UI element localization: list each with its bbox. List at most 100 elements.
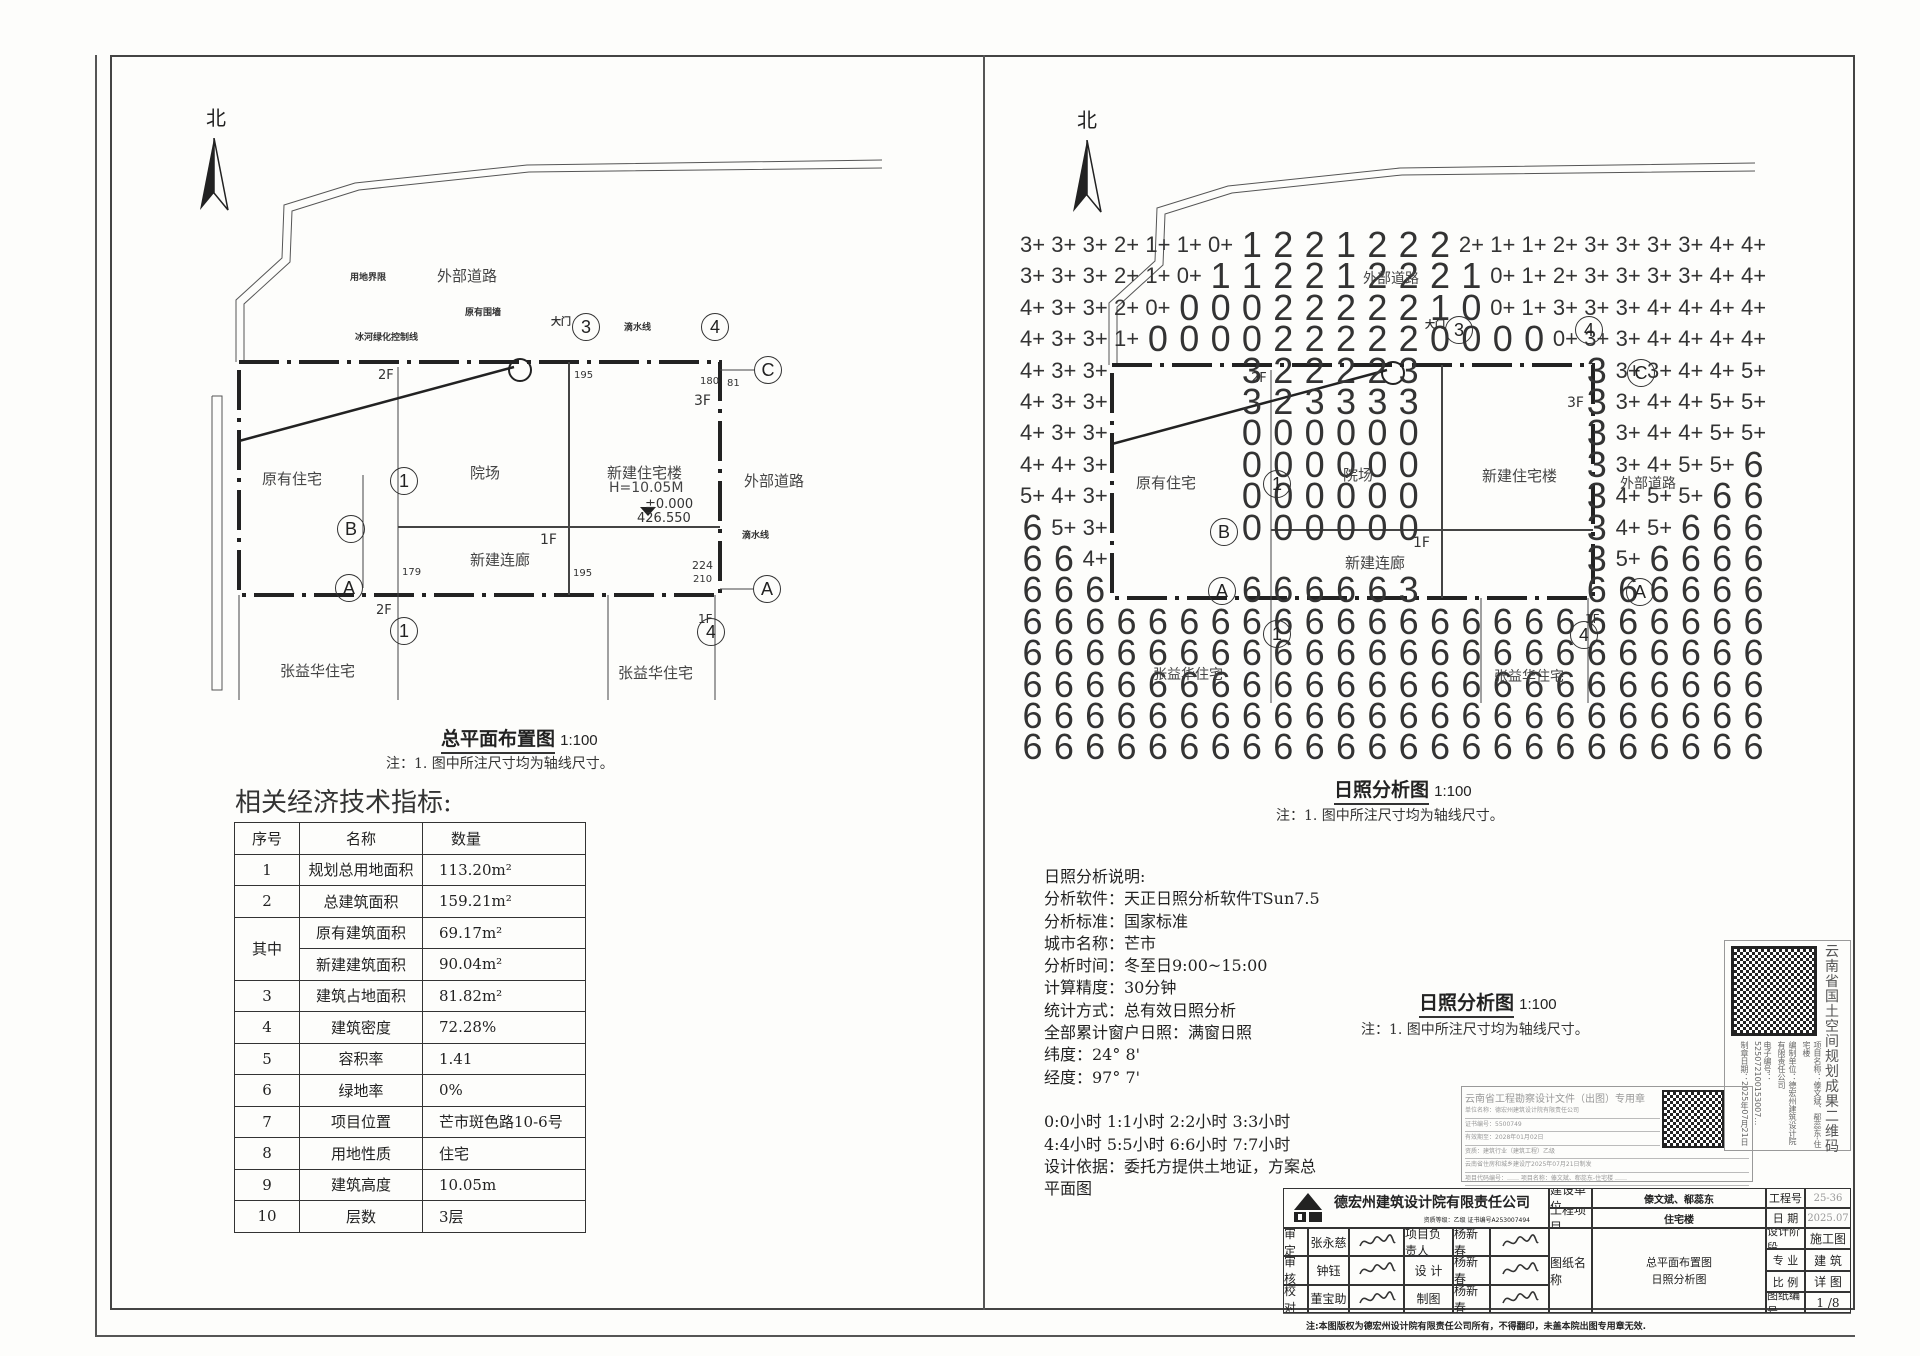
sunlight-hours-cell: 6 (1367, 726, 1388, 768)
company-name: 德宏州建筑设计院有限责任公司 (1334, 1195, 1530, 1211)
signature-image (1490, 1228, 1549, 1257)
sunlight-hours-cell: 1+ (1176, 232, 1202, 257)
sunlight-hours-cell: 6 (1053, 663, 1074, 705)
note-line: 计算精度：30分钟 (1044, 978, 1177, 998)
cell-name: 建筑密度 (299, 1011, 423, 1044)
label-drip-1: 滴水线 (624, 323, 652, 333)
sunlight-hours-cell: 6 (1618, 632, 1639, 674)
sunlight-hours-cell: 3 (1586, 506, 1607, 548)
sunlight-hours-cell: 4+ (1709, 357, 1735, 383)
sunlight-hours-cell: 6 (1430, 600, 1451, 642)
sunlight-hours-cell: 6 (1116, 632, 1137, 674)
sunlight-hours-cell: 1 (1430, 286, 1451, 328)
label-2f-b: 2F (376, 603, 392, 618)
sunlight-hours-cell: 0 (1367, 412, 1388, 454)
signature-image (1349, 1284, 1404, 1313)
sunlight-hours-cell: 2 (1430, 255, 1451, 297)
note-line: 设计依据：委托方提供土地证，方案总 (1044, 1156, 1317, 1176)
sunlight-hours-cell: 6 (1680, 632, 1701, 674)
sunlight-hours-cell: 6 (1649, 726, 1670, 768)
project-label: 工程项目 (1549, 1208, 1592, 1228)
sunlight-hours-cell: 6 (1430, 726, 1451, 768)
sunlight-hours-cell: 4+ (1051, 451, 1077, 477)
cell-no: 8 (234, 1137, 300, 1170)
sunlight-hours-cell: 5+ (1741, 357, 1767, 383)
sunlight-hours-cell: 0 (1273, 506, 1294, 548)
label-wall: 原有围墙 (465, 308, 502, 318)
date-label: 日 期 (1766, 1208, 1805, 1228)
site-plan-title: 总平面布置图 1:100 (441, 724, 598, 754)
sunlight-hours-cell: 5+ (1741, 389, 1767, 414)
sunlight-hours-cell: 0 (1335, 412, 1357, 454)
sunlight-hours-cell: 5+ (1678, 483, 1704, 509)
cell-value: 3层 (422, 1200, 586, 1233)
stage-label: 设计阶段 (1766, 1228, 1805, 1249)
job-no-label: 工程号 (1766, 1188, 1805, 1208)
title-text: 日照分析图 (1334, 779, 1430, 805)
sunlight-hours-cell: 6 (1492, 663, 1513, 705)
client-label: 建设单位 (1549, 1188, 1592, 1208)
title-scale: 1:100 (1434, 783, 1472, 800)
sunlight-hours-cell: 2 (1335, 318, 1357, 360)
label-neighbor-1: 张益华住宅 (280, 662, 356, 680)
sunlight-hours-cell: 3+ (1082, 326, 1108, 352)
sunlight-hours-cell: 6 (1680, 726, 1701, 768)
note-line: 分析时间：冬至日9:00~15:00 (1044, 956, 1268, 976)
sunlight-hours-cell: 0+ (1145, 294, 1171, 320)
axis-marker-3-right: 3 (1445, 316, 1473, 344)
sunlight-hours-cell: 6 (1586, 663, 1607, 705)
role2-label: 制图 (1404, 1284, 1453, 1313)
dim-210: 210 (693, 574, 713, 585)
sunlight-hours-cell: 1+ (1521, 294, 1547, 320)
header-no: 序号 (234, 822, 300, 855)
cell-no: 7 (234, 1105, 300, 1138)
planning-qr-panel: 云南省国土空间规划成果二维码 项目名称：傣文斌、郗蕊东-住宅楼编制单位：德宏州建… (1724, 940, 1851, 1155)
north-arrow-icon (1073, 140, 1102, 213)
sunlight-hours-cell: 5+ (1646, 514, 1673, 540)
sunlight-hours-cell: 2+ (1114, 232, 1140, 257)
sunlight-hours-cell: 4+ (1082, 546, 1108, 571)
note-line: 全部累计窗户日照：满窗日照 (1044, 1023, 1253, 1043)
sunlight-hours-cell: 6 (1398, 632, 1419, 674)
sunlight-hours-cell: 6 (1304, 663, 1325, 705)
sunlight-hours-cell: 3+ (1678, 263, 1704, 289)
sunlight-hours-cell: 6 (1210, 726, 1231, 768)
sunlight-hours-cell: 1 (1210, 255, 1231, 297)
cell-value: 69.17m² (422, 916, 586, 949)
sunlight-hours-cell: 2 (1367, 224, 1388, 265)
sunlight-hours-cell: 3 (1586, 349, 1607, 391)
dim-195-b: 195 (573, 568, 593, 579)
sunlight-hours-cell: 4+ (1678, 326, 1704, 352)
sunlight-hours-cell: 2 (1367, 286, 1388, 328)
sunlight-hours-cell: 3+ (1615, 232, 1641, 257)
cell-no: 10 (234, 1200, 300, 1233)
sunlight-hours-cell: 6 (1743, 443, 1764, 485)
qr-panel-title: 云南省国土空间规划成果二维码 (1825, 944, 1839, 1155)
sunlight-hours-cell: 6 (1367, 569, 1388, 611)
stamp-header: 云南省工程勘察设计文件（出图）专用章 (1465, 1094, 1645, 1105)
sunlight-hours-cell: 4+ (1678, 294, 1704, 320)
sunlight-hours-cell: 2 (1273, 255, 1294, 297)
sunlight-hours-cell: 2 (1398, 255, 1419, 297)
sunlight-hours-cell: 6 (1618, 663, 1639, 705)
sunlight-hours-cell: 2 (1367, 349, 1388, 391)
cell-no: 其中 (234, 916, 300, 981)
sunlight-hours-cell: 3 (1398, 381, 1419, 422)
label-control-line: 冰河绿化控制线 (355, 333, 419, 343)
reviewer-name: 董宝助 (1308, 1284, 1349, 1313)
title-scale: 1:100 (560, 732, 598, 749)
header-name: 名称 (299, 822, 423, 855)
role2-label: 项目负责人 (1404, 1228, 1453, 1257)
sunlight-hours-cell: 6 (1367, 632, 1388, 674)
sunlight-hours-cell: 3 (1586, 538, 1607, 579)
note-line: 经度：97° 7' (1044, 1067, 1141, 1087)
drawing-name-2: 日照分析图 (1651, 1272, 1707, 1286)
sunlight-hours-cell: 3+ (1051, 357, 1077, 383)
qr-panel-line: 编制单位：德宏州建筑设计院有限责任公司 (1777, 1041, 1797, 1145)
sunlight-hours-cell: 2 (1367, 318, 1388, 360)
sunlight-hours-cell: 5+ (1709, 420, 1735, 446)
sunlight-hours-cell: 6 (1649, 632, 1670, 674)
